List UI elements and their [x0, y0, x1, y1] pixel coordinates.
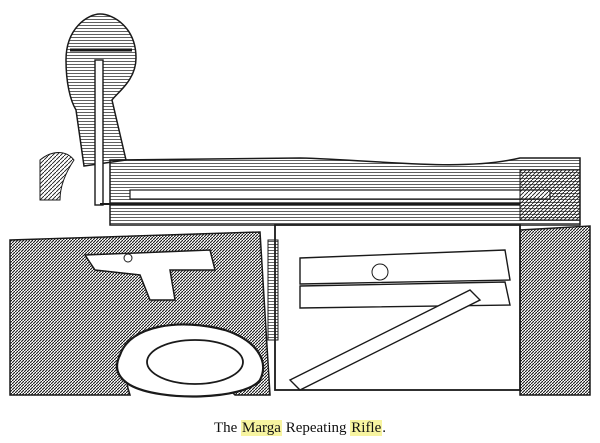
caption-middle: Repeating: [281, 420, 351, 436]
caption-highlight-marga: Marga: [241, 420, 282, 436]
caption-highlight-rifle: Rifle: [350, 420, 383, 436]
rifle-cross-section-engraving: [9, 13, 591, 398]
caption-prefix: The: [213, 420, 242, 436]
magazine: [267, 224, 521, 391]
trigger-guard: [115, 323, 265, 398]
figure-caption: The Marga Repeating Rifle.: [0, 420, 600, 437]
sear-lever: [83, 249, 216, 301]
barrel: [100, 157, 581, 226]
caption-suffix: .: [382, 420, 387, 436]
hammer: [39, 13, 137, 206]
